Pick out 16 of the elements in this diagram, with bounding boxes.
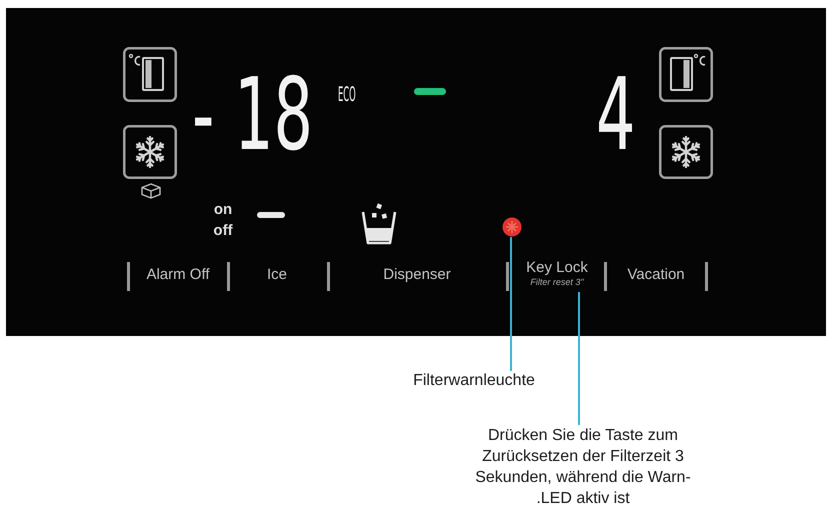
callout-text: Drücken Sie die Taste zum Zurücksetzen der Filterzeit 3 Sekunden, während die Warn- .LED aktiv ist bbox=[463, 425, 703, 509]
state-label: off bbox=[213, 223, 233, 239]
temperature-readout: 4 bbox=[596, 75, 636, 155]
button-sublabel: Filter reset 3" bbox=[530, 277, 584, 288]
button-label: Vacation bbox=[627, 266, 685, 284]
indicator-light-icon bbox=[502, 217, 522, 237]
temperature-readout: - 18 bbox=[192, 75, 313, 155]
state-label: on bbox=[214, 202, 232, 218]
leader-line bbox=[510, 237, 512, 371]
button-label: Ice bbox=[267, 266, 287, 284]
mode-label: ECO bbox=[338, 84, 356, 104]
callout-text: Filterwarnleuchte bbox=[413, 371, 535, 391]
leader-line bbox=[578, 292, 580, 425]
button-label: Dispenser bbox=[383, 266, 451, 284]
button-label: Alarm Off bbox=[146, 266, 210, 284]
button-label: Key Lock bbox=[526, 259, 588, 277]
